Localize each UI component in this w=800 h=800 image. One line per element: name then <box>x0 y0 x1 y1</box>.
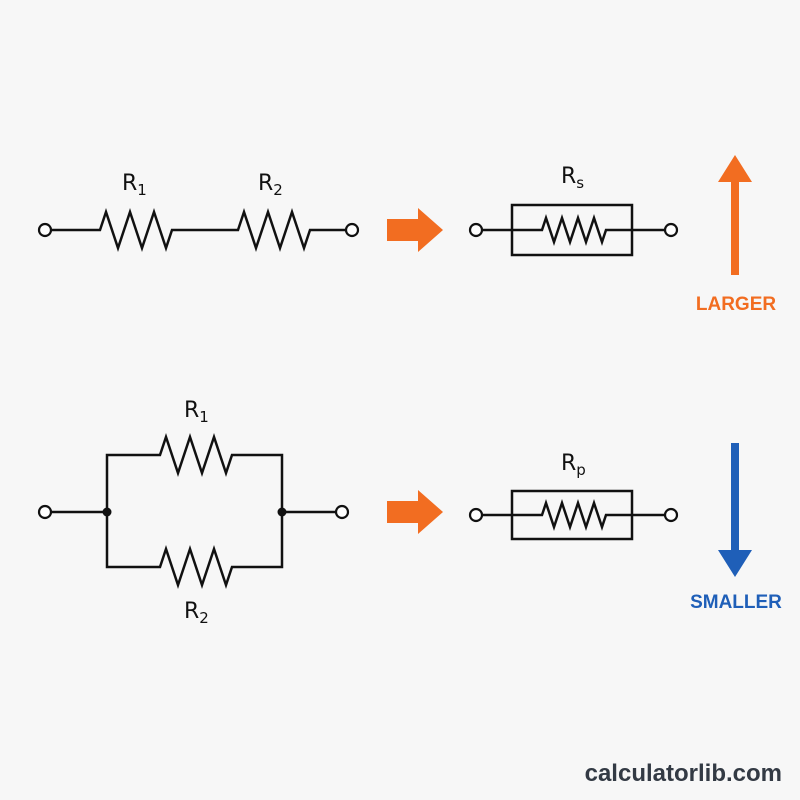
parallel-equivalent-left-terminal <box>468 507 484 523</box>
rp-label: Rp <box>561 451 586 479</box>
smaller-label: SMALLER <box>690 592 782 613</box>
smaller-indicator: SMALLER <box>690 443 782 613</box>
watermark: calculatorlib.com <box>585 760 782 787</box>
right-arrow-icon <box>387 490 443 534</box>
series-equivalent-right-terminal <box>663 222 679 238</box>
parallel-wires <box>50 433 337 589</box>
parallel-left-terminal <box>37 504 53 520</box>
parallel-left-node <box>102 507 112 517</box>
parallel-equivalent-right-terminal <box>663 507 679 523</box>
series-r1-label: R1 <box>122 171 147 199</box>
parallel-equivalent: Rp <box>468 451 679 541</box>
series-equivalent-box <box>510 203 634 257</box>
parallel-right-terminal <box>334 504 350 520</box>
series-left-terminal <box>37 222 53 238</box>
series-r2-label: R2 <box>258 171 283 199</box>
parallel-equivalent-box <box>510 489 634 541</box>
up-arrow-icon <box>718 155 752 275</box>
larger-indicator: LARGER <box>696 155 777 315</box>
series-equivalent: Rs <box>468 164 679 257</box>
parallel-r1-label: R1 <box>184 398 209 426</box>
series-wires <box>50 208 347 252</box>
series-circuit: R1 R2 <box>37 171 360 252</box>
series-equivalent-left-terminal <box>468 222 484 238</box>
parallel-circuit: R1 R2 <box>37 398 350 627</box>
larger-label: LARGER <box>696 294 777 315</box>
series-equivalent-wires <box>481 214 666 246</box>
series-right-terminal <box>344 222 360 238</box>
down-arrow-icon <box>718 443 752 577</box>
right-arrow-icon <box>387 208 443 252</box>
parallel-equivalent-wires <box>481 499 666 531</box>
parallel-right-node <box>277 507 287 517</box>
parallel-r2-label: R2 <box>184 599 209 627</box>
rs-label: Rs <box>561 164 584 192</box>
